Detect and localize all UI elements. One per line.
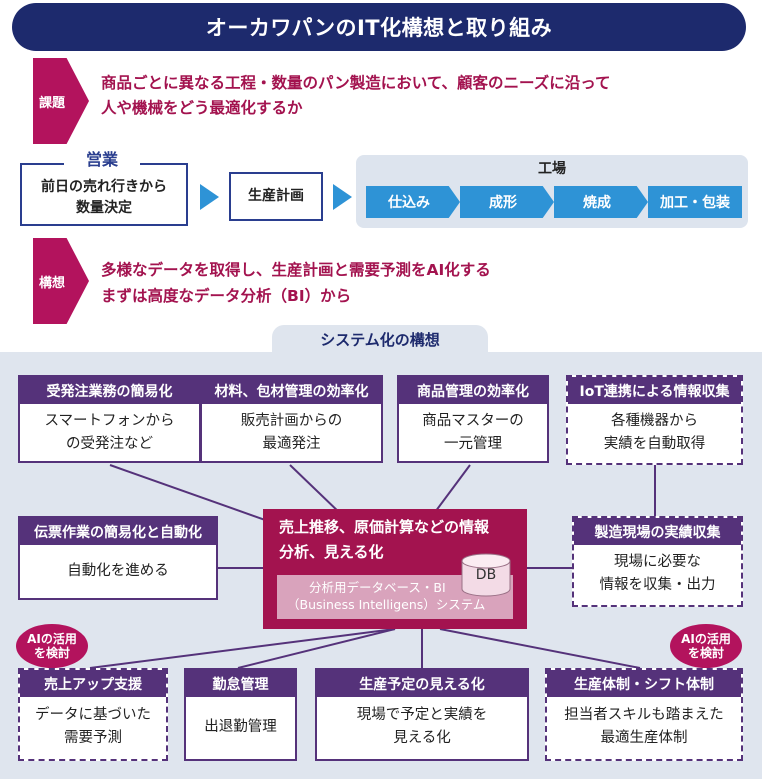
- card-material: 材料、包材管理の効率化 販売計画からの 最適発注: [200, 375, 383, 463]
- card-material-head: 材料、包材管理の効率化: [202, 377, 381, 404]
- concept-line-2: まずは高度なデータ分析（BI）から: [101, 287, 352, 305]
- step-shosei: 焼成: [554, 186, 648, 218]
- card-slip-body-1: 自動化を進める: [67, 563, 169, 579]
- card-sales-up-body-1: データに基づいた: [35, 707, 151, 723]
- ai-badge-right-line-2: を検討: [687, 646, 724, 660]
- card-schedule-body-1: 現場で予定と実績を: [356, 707, 488, 723]
- card-slip-head: 伝票作業の簡易化と自動化: [20, 518, 216, 545]
- card-product-body-2: 一元管理: [444, 435, 502, 452]
- card-iot-body-2: 実績を自動取得: [603, 435, 706, 452]
- card-sales-up-head: 売上アップ支援: [20, 670, 166, 697]
- card-sales-up-body-2: 需要予測: [64, 730, 122, 746]
- concept-line-1: 多様なデータを取得し、生産計画と需要予測をAI化する: [101, 261, 491, 279]
- plan-box: 生産計画: [229, 172, 323, 221]
- database-icon: [461, 553, 511, 597]
- card-site-head: 製造現場の実績収集: [574, 518, 741, 545]
- card-site-body-1: 現場に必要な: [614, 554, 701, 570]
- card-shift-head: 生産体制・シフト体制: [547, 670, 741, 697]
- card-iot-body-1: 各種機器から: [611, 412, 698, 429]
- connector-sales-up: [89, 628, 396, 669]
- card-schedule-head: 生産予定の見える化: [317, 670, 527, 697]
- bi-line-2: （Business Intelligens）システム: [287, 597, 486, 612]
- card-order: 受発注業務の簡易化 スマートフォンから の受発注など: [18, 375, 201, 463]
- card-order-body-2: の受発注など: [66, 435, 153, 452]
- card-slip: 伝票作業の簡易化と自動化 自動化を進める: [18, 516, 218, 600]
- connector-attendance: [237, 628, 396, 669]
- card-product-head: 商品管理の効率化: [399, 377, 547, 404]
- card-product-body-1: 商品マスターの: [422, 412, 524, 429]
- card-site: 製造現場の実績収集 現場に必要な 情報を収集・出力: [572, 516, 743, 607]
- sales-text-2: 数量決定: [76, 199, 132, 216]
- issue-line-1: 商品ごとに異なる工程・数量のパン製造において、顧客のニーズに沿って: [101, 74, 611, 92]
- card-iot: IoT連携による情報収集 各種機器から 実績を自動取得: [566, 375, 743, 465]
- card-material-body-2: 最適発注: [262, 435, 321, 452]
- card-product: 商品管理の効率化 商品マスターの 一元管理: [397, 375, 549, 463]
- card-shift-body-2: 最適生産体制: [600, 730, 688, 746]
- center-line-2: 分析、見える化: [279, 543, 384, 561]
- system-tab: システム化の構想: [272, 325, 488, 353]
- card-iot-head: IoT連携による情報収集: [568, 377, 741, 404]
- step-seikei: 成形: [460, 186, 554, 218]
- ai-badge-left-line-2: を検討: [33, 646, 70, 660]
- card-shift: 生産体制・シフト体制 担当者スキルも踏まえた 最適生産体制: [545, 668, 743, 761]
- bi-line-1: 分析用データベース・BI: [309, 580, 446, 595]
- card-attendance-body-1: 出退勤管理: [204, 718, 277, 735]
- card-attendance: 勤怠管理 出退勤管理: [184, 668, 297, 761]
- flow-arrow-2: [333, 184, 352, 210]
- center-line-1: 売上推移、原価計算などの情報: [279, 518, 490, 536]
- sales-text-1: 前日の売れ行きから: [41, 178, 167, 195]
- page-title: オーカワパンのIT化構想と取り組み: [12, 3, 746, 51]
- issue-line-2: 人や機械をどう最適化するか: [101, 99, 303, 117]
- card-schedule-body-2: 見える化: [393, 730, 451, 746]
- card-order-head: 受発注業務の簡易化: [20, 377, 199, 404]
- db-label: DB: [475, 567, 497, 583]
- concept-tag: 構想: [33, 238, 89, 324]
- card-material-body-1: 販売計画からの: [240, 412, 343, 429]
- card-order-body-1: スマートフォンから: [44, 412, 175, 429]
- step-kakou: 加工・包装: [648, 186, 742, 218]
- card-site-body-2: 情報を収集・出力: [599, 577, 716, 593]
- ai-badge-right: AIの活用 を検討: [670, 624, 742, 668]
- step-shikomi: 仕込み: [366, 186, 460, 218]
- card-attendance-head: 勤怠管理: [186, 670, 295, 697]
- card-schedule: 生産予定の見える化 現場で予定と実績を 見える化: [315, 668, 529, 761]
- sales-box: 前日の売れ行きから 数量決定: [20, 163, 188, 226]
- card-sales-up: 売上アップ支援 データに基づいた 需要予測: [18, 668, 168, 761]
- card-shift-body-1: 担当者スキルも踏まえた: [564, 707, 724, 723]
- ai-badge-left-line-1: AIの活用: [27, 632, 77, 646]
- issue-tag: 課題: [33, 58, 89, 144]
- factory-label: 工場: [538, 161, 566, 177]
- sales-label: 営業: [64, 150, 140, 170]
- flow-arrow-1: [200, 184, 219, 210]
- ai-badge-left: AIの活用 を検討: [16, 624, 88, 668]
- connector-shift: [439, 628, 641, 669]
- ai-badge-right-line-1: AIの活用: [681, 632, 731, 646]
